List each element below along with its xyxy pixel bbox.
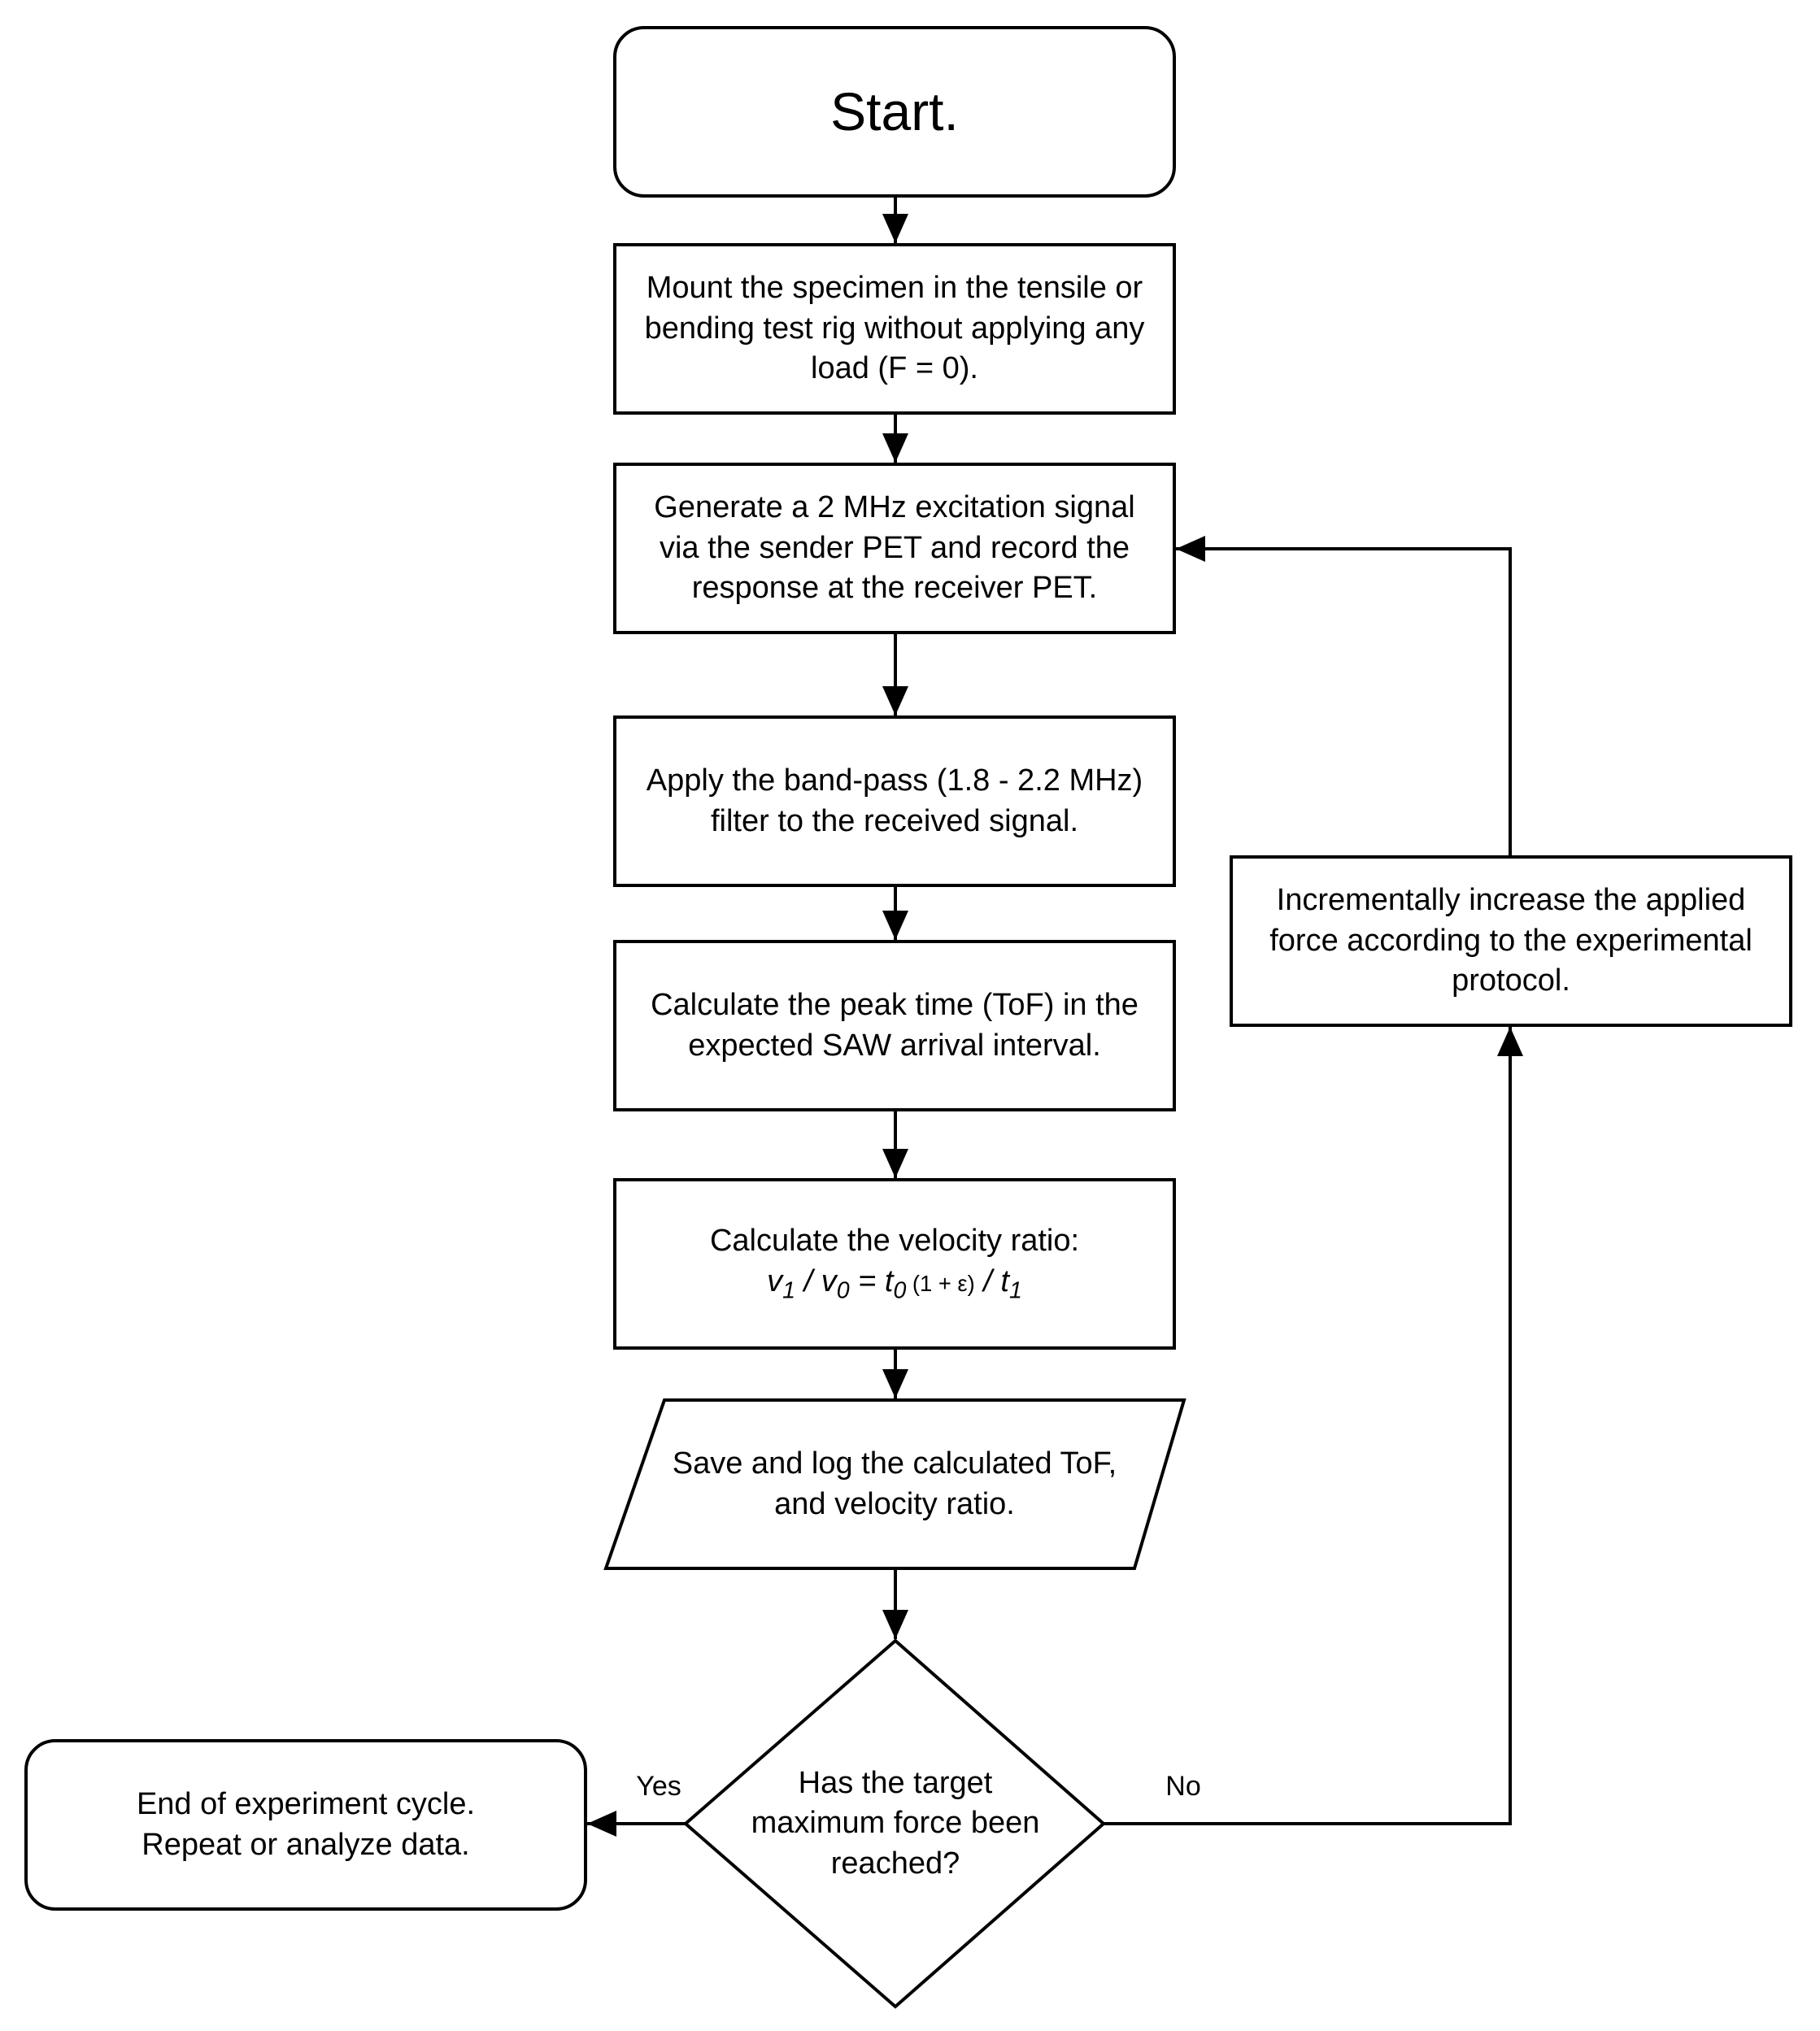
generate-box-label: Generate a 2 MHz excitation signal via t… bbox=[615, 464, 1174, 633]
formula-slash-2: / bbox=[974, 1263, 1001, 1298]
peak-line-2: expected SAW arrival interval. bbox=[688, 1028, 1101, 1063]
formula-t1: t bbox=[1000, 1263, 1009, 1298]
increase-line-3: protocol. bbox=[1452, 963, 1570, 998]
generate-line-2: via the sender PET and record the bbox=[659, 530, 1130, 565]
save-parallelogram-shape bbox=[603, 1398, 1186, 1570]
decision-diamond-shape bbox=[682, 1638, 1107, 2009]
arrow-increase-to-generate bbox=[1176, 536, 1512, 857]
increase-line-1: Incrementally increase the applied bbox=[1276, 883, 1746, 918]
formula-epsilon: (1 + ε) bbox=[906, 1270, 975, 1296]
filter-box-label: Apply the band-pass (1.8 - 2.2 MHz) filt… bbox=[615, 717, 1174, 885]
formula-v0: v bbox=[821, 1263, 837, 1298]
velocity-box-label: Calculate the velocity ratio: v1 / v0 = … bbox=[615, 1180, 1174, 1348]
formula-t-sub-1: 1 bbox=[1008, 1277, 1022, 1304]
mount-line-2: bending test rig without applying any bbox=[644, 311, 1145, 346]
decision-line-1: Has the target bbox=[798, 1765, 993, 1800]
formula-t-sub-0: 0 bbox=[893, 1277, 907, 1304]
start-text: Start. bbox=[830, 80, 959, 141]
save-line-1: Save and log the calculated ToF, bbox=[672, 1446, 1117, 1481]
filter-line-1: Apply the band-pass (1.8 - 2.2 MHz) bbox=[646, 763, 1143, 798]
mount-line-3: load (F = 0). bbox=[811, 351, 978, 386]
mount-line-1: Mount the specimen in the tensile or bbox=[646, 271, 1143, 306]
end-node-label: End of experiment cycle. Repeat or analy… bbox=[26, 1741, 586, 1909]
save-box-label: Save and log the calculated ToF, and vel… bbox=[618, 1400, 1171, 1568]
formula-equals: = bbox=[849, 1263, 885, 1298]
decision-line-2: maximum force been bbox=[751, 1806, 1040, 1841]
arrow-decision-to-increase bbox=[1104, 1027, 1523, 1825]
mount-box-label: Mount the specimen in the tensile or ben… bbox=[615, 245, 1174, 413]
formula-v1: v bbox=[767, 1263, 783, 1298]
velocity-line-1: Calculate the velocity ratio: bbox=[709, 1224, 1080, 1259]
formula-sub-1: 1 bbox=[782, 1277, 796, 1304]
decision-line-3: reached? bbox=[830, 1846, 960, 1881]
formula-t0: t bbox=[884, 1263, 894, 1298]
save-line-2: and velocity ratio. bbox=[774, 1486, 1015, 1521]
generate-line-1: Generate a 2 MHz excitation signal bbox=[654, 490, 1135, 525]
end-node-shape bbox=[24, 1739, 587, 1911]
peak-line-1: Calculate the peak time (ToF) in the bbox=[651, 988, 1139, 1023]
peak-box-label: Calculate the peak time (ToF) in the exp… bbox=[615, 942, 1174, 1110]
increase-box-label: Incrementally increase the applied force… bbox=[1231, 857, 1791, 1025]
filter-line-2: filter to the received signal. bbox=[710, 803, 1078, 838]
generate-line-3: response at the receiver PET. bbox=[691, 571, 1098, 606]
formula-sub-0: 0 bbox=[836, 1277, 850, 1304]
decision-label: Has the target maximum force been reache… bbox=[716, 1730, 1074, 1917]
edge-label-no: No bbox=[1165, 1770, 1201, 1802]
start-node-label: Start. bbox=[615, 28, 1174, 196]
velocity-formula: v1 / v0 = t0 (1 + ε) / t1 bbox=[615, 1262, 1174, 1307]
increase-line-2: force according to the experimental bbox=[1269, 923, 1753, 958]
end-line-2: Repeat or analyze data. bbox=[142, 1827, 470, 1862]
edge-label-yes: Yes bbox=[636, 1770, 681, 1802]
end-line-1: End of experiment cycle. bbox=[136, 1787, 476, 1822]
formula-slash: / bbox=[795, 1263, 821, 1298]
